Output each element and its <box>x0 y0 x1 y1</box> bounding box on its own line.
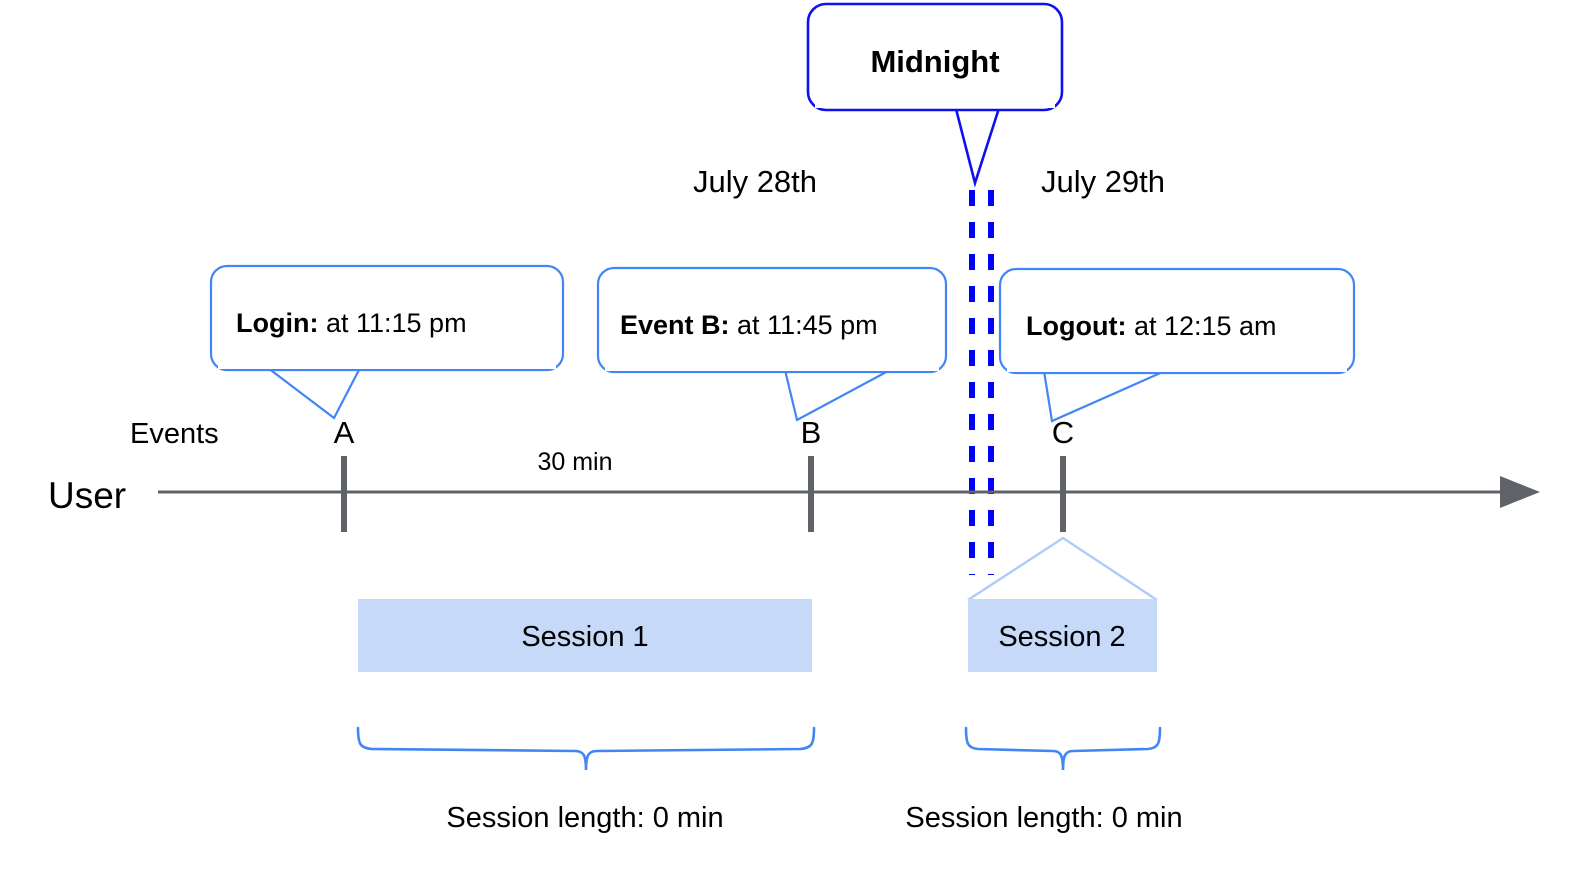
session-1-brace <box>356 726 816 771</box>
event-callout-a-box <box>209 264 565 372</box>
event-callout-c-tail <box>1042 369 1166 423</box>
session-2-label: Session 2 <box>998 621 1125 653</box>
session-2-length-label: Session length: 0 min <box>905 802 1182 834</box>
interval-label-30min: 30 min <box>537 448 612 476</box>
event-callout-b-tail-mask <box>605 359 939 371</box>
session-2-brace <box>964 726 1162 771</box>
event-callout-a-rest: at 11:15 pm <box>318 308 466 338</box>
midnight-callout-tail <box>953 103 1002 188</box>
event-callout-b-tail <box>783 368 891 422</box>
event-callout-c-bold: Logout: <box>1026 311 1126 341</box>
row-label-events: Events <box>130 418 219 450</box>
session-1[interactable]: Session 1 <box>358 599 812 672</box>
midnight-divider-lines <box>969 190 994 575</box>
event-callout-b[interactable]: Event B: at 11:45 pm <box>596 266 948 422</box>
event-callout-a-bold: Login: <box>236 308 318 338</box>
event-callout-c[interactable]: Logout: at 12:15 am <box>998 267 1356 423</box>
date-label-july-28: July 28th <box>693 164 817 199</box>
event-callout-a[interactable]: Login: at 11:15 pm <box>209 264 565 420</box>
session-1-length-label: Session length: 0 min <box>446 802 723 834</box>
event-marker-b: B <box>801 415 822 450</box>
session-1-bar <box>358 599 812 672</box>
event-callout-b-rest: at 11:45 pm <box>730 310 878 340</box>
event-callout-b-text: Event B: at 11:45 pm <box>620 310 878 340</box>
event-callout-b-box <box>596 266 948 374</box>
event-callout-c-tail-mask <box>1007 360 1347 372</box>
session-2[interactable]: Session 2 <box>968 599 1157 672</box>
timeline-axis <box>158 456 1540 532</box>
session-1-label: Session 1 <box>521 621 648 653</box>
event-callout-c-box <box>998 267 1356 375</box>
event-marker-a: A <box>334 415 355 450</box>
event-callout-a-tail <box>264 366 362 420</box>
session-2-connector <box>967 536 1158 602</box>
row-label-user: User <box>48 475 126 516</box>
midnight-label: Midnight <box>870 44 999 79</box>
event-marker-c: C <box>1052 415 1074 450</box>
event-callout-c-text: Logout: at 12:15 am <box>1026 311 1277 341</box>
session-2-bar <box>968 599 1157 672</box>
event-callout-a-text: Login: at 11:15 pm <box>236 308 467 338</box>
event-callout-c-rest: at 12:15 am <box>1126 311 1276 341</box>
date-label-july-29: July 29th <box>1041 164 1165 199</box>
midnight-callout-tail-mask <box>815 95 1055 108</box>
midnight-callout-box <box>806 2 1064 112</box>
timeline-arrow-icon <box>1500 476 1540 508</box>
event-callout-b-bold: Event B: <box>620 310 730 340</box>
midnight-callout: Midnight <box>806 2 1064 188</box>
event-callout-a-tail-mask <box>218 357 556 369</box>
